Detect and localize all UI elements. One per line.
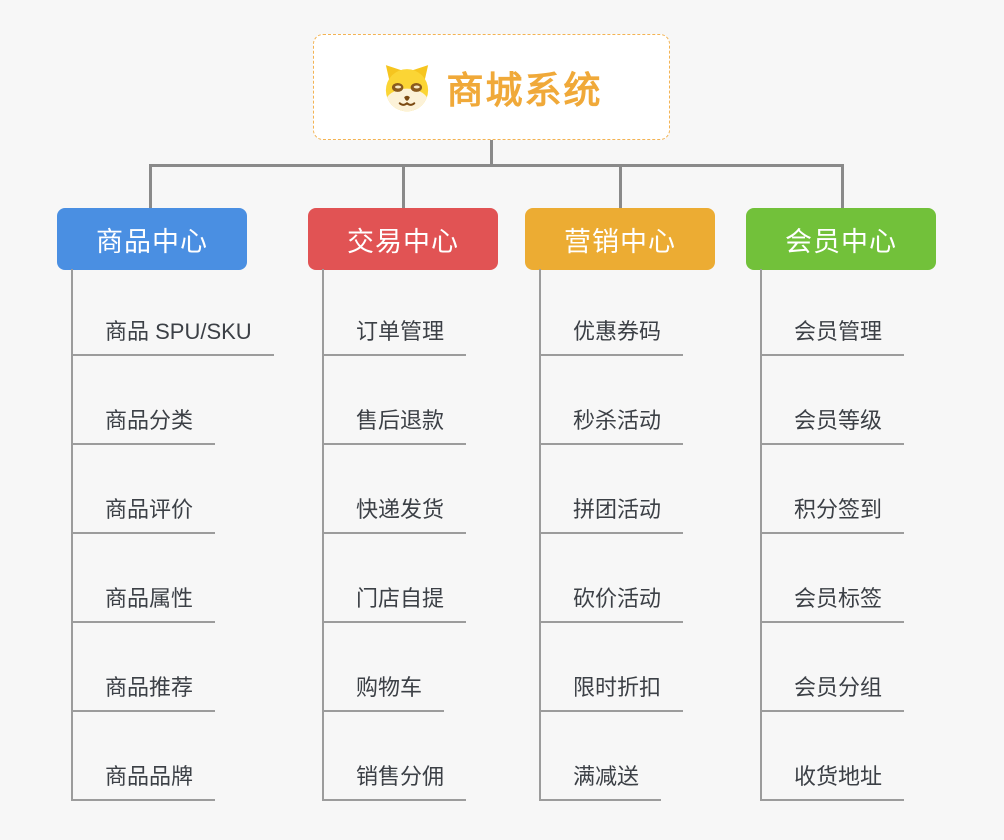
leaf-node[interactable]: 限时折扣 — [539, 673, 684, 712]
leaf-node[interactable]: 会员管理 — [760, 317, 905, 356]
leaf-node[interactable]: 满减送 — [539, 762, 662, 801]
connector-drop-marketing — [619, 164, 622, 209]
spine-member — [760, 269, 762, 801]
leaf-node[interactable]: 砍价活动 — [539, 584, 684, 623]
leaf-node[interactable]: 商品品牌 — [71, 762, 216, 801]
leaf-node[interactable]: 商品评价 — [71, 495, 216, 534]
branch-trade-center[interactable]: 交易中心 — [308, 208, 498, 270]
connector-drop-product — [149, 164, 152, 209]
connector-drop-member — [841, 164, 844, 209]
leaf-node[interactable]: 会员分组 — [760, 673, 905, 712]
leaf-node[interactable]: 销售分佣 — [322, 762, 467, 801]
leaf-node[interactable]: 商品属性 — [71, 584, 216, 623]
leaf-node[interactable]: 订单管理 — [322, 317, 467, 356]
doge-icon — [381, 61, 433, 113]
leaf-node[interactable]: 门店自提 — [322, 584, 467, 623]
leaf-node[interactable]: 积分签到 — [760, 495, 905, 534]
leaf-node[interactable]: 秒杀活动 — [539, 406, 684, 445]
leaf-node[interactable]: 快递发货 — [322, 495, 467, 534]
leaf-node[interactable]: 拼团活动 — [539, 495, 684, 534]
root-title: 商城系统 — [446, 70, 603, 111]
leaf-node[interactable]: 收货地址 — [760, 762, 905, 801]
branch-product-center[interactable]: 商品中心 — [57, 208, 247, 270]
spine-trade — [322, 269, 324, 801]
leaf-node[interactable]: 售后退款 — [322, 406, 467, 445]
leaf-node[interactable]: 商品推荐 — [71, 673, 216, 712]
leaf-node[interactable]: 购物车 — [322, 673, 445, 712]
root-node[interactable]: 商城系统 — [313, 34, 670, 140]
spine-product — [71, 269, 73, 801]
spine-marketing — [539, 269, 541, 801]
leaf-node[interactable]: 会员等级 — [760, 406, 905, 445]
leaf-node[interactable]: 商品 SPU/SKU — [71, 317, 274, 356]
branch-marketing-center[interactable]: 营销中心 — [525, 208, 715, 270]
branch-member-center[interactable]: 会员中心 — [746, 208, 936, 270]
leaf-node[interactable]: 会员标签 — [760, 584, 905, 623]
leaf-node[interactable]: 商品分类 — [71, 406, 216, 445]
leaf-node[interactable]: 优惠券码 — [539, 317, 684, 356]
connector-trunk — [149, 164, 844, 167]
connector-drop-trade — [402, 164, 405, 209]
connector-root-stem — [490, 140, 493, 166]
